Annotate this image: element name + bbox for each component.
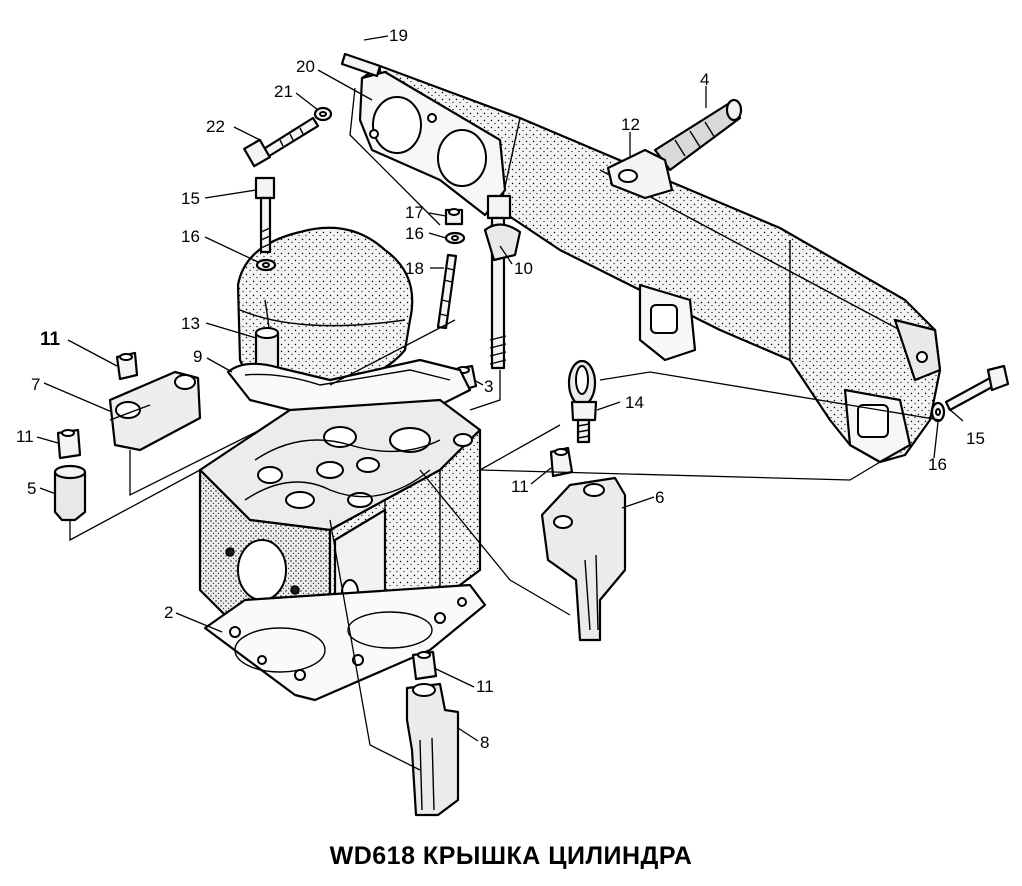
callout-16-middle: 16 <box>405 224 424 243</box>
lifting-eye-14 <box>567 359 598 444</box>
bolt-15-right <box>944 364 1010 412</box>
lever-handle-4 <box>653 98 743 172</box>
bolt-22 <box>243 116 320 168</box>
callout-5: 5 <box>27 479 36 498</box>
rocker-support-7 <box>108 370 202 452</box>
callout-21: 21 <box>274 82 293 101</box>
callout-15-right: 15 <box>966 429 985 448</box>
callout-11-left-top: 11 <box>40 329 61 350</box>
callout-10: 10 <box>514 259 533 278</box>
callout-16-top: 16 <box>181 227 200 246</box>
nut-11-left-bottom <box>56 428 82 460</box>
bracket-12 <box>606 148 674 200</box>
callout-2: 2 <box>164 603 173 622</box>
callout-17: 17 <box>405 203 424 222</box>
head-gasket-2 <box>203 583 487 702</box>
callout-4: 4 <box>700 70 709 89</box>
callout-22: 22 <box>206 117 225 136</box>
washer-21 <box>313 106 333 122</box>
callout-20: 20 <box>296 57 315 76</box>
bolt-15-top <box>254 176 276 254</box>
assembly-lines <box>69 87 941 771</box>
callout-6: 6 <box>655 488 664 507</box>
callout-11-left-bottom: 11 <box>16 427 34 446</box>
callout-3: 3 <box>484 377 493 396</box>
callout-16-right: 16 <box>928 455 947 474</box>
rocker-bracket-8 <box>405 682 460 817</box>
rocker-bracket-6 <box>540 476 627 642</box>
callout-leaders <box>36 35 964 742</box>
washer-16-right <box>930 401 946 423</box>
washer-16-top <box>255 258 277 272</box>
diagram-caption: WD618 КРЫШКА ЦИЛИНДРА <box>329 842 693 870</box>
stud-18 <box>436 253 458 330</box>
callout-11-right: 11 <box>511 477 529 496</box>
washer-16-middle <box>444 231 466 245</box>
callout-15-top: 15 <box>181 189 200 208</box>
callout-14: 14 <box>625 393 644 412</box>
nut-17 <box>444 208 464 226</box>
tappet-5 <box>53 464 87 522</box>
nut-11-left-top <box>115 351 139 381</box>
callout-8: 8 <box>480 733 489 752</box>
callout-9: 9 <box>193 347 202 366</box>
callout-12: 12 <box>621 115 640 134</box>
nut-11-lower <box>411 650 438 681</box>
callout-18: 18 <box>405 259 424 278</box>
stud-19 <box>340 52 382 78</box>
callout-7: 7 <box>31 375 40 394</box>
callout-19: 19 <box>389 26 408 45</box>
callout-labels: 19 20 21 22 4 12 15 16 17 16 10 18 13 11… <box>16 26 985 752</box>
callout-11-lower: 11 <box>476 677 494 696</box>
callout-13: 13 <box>181 314 200 333</box>
bolt-10 <box>483 194 522 370</box>
